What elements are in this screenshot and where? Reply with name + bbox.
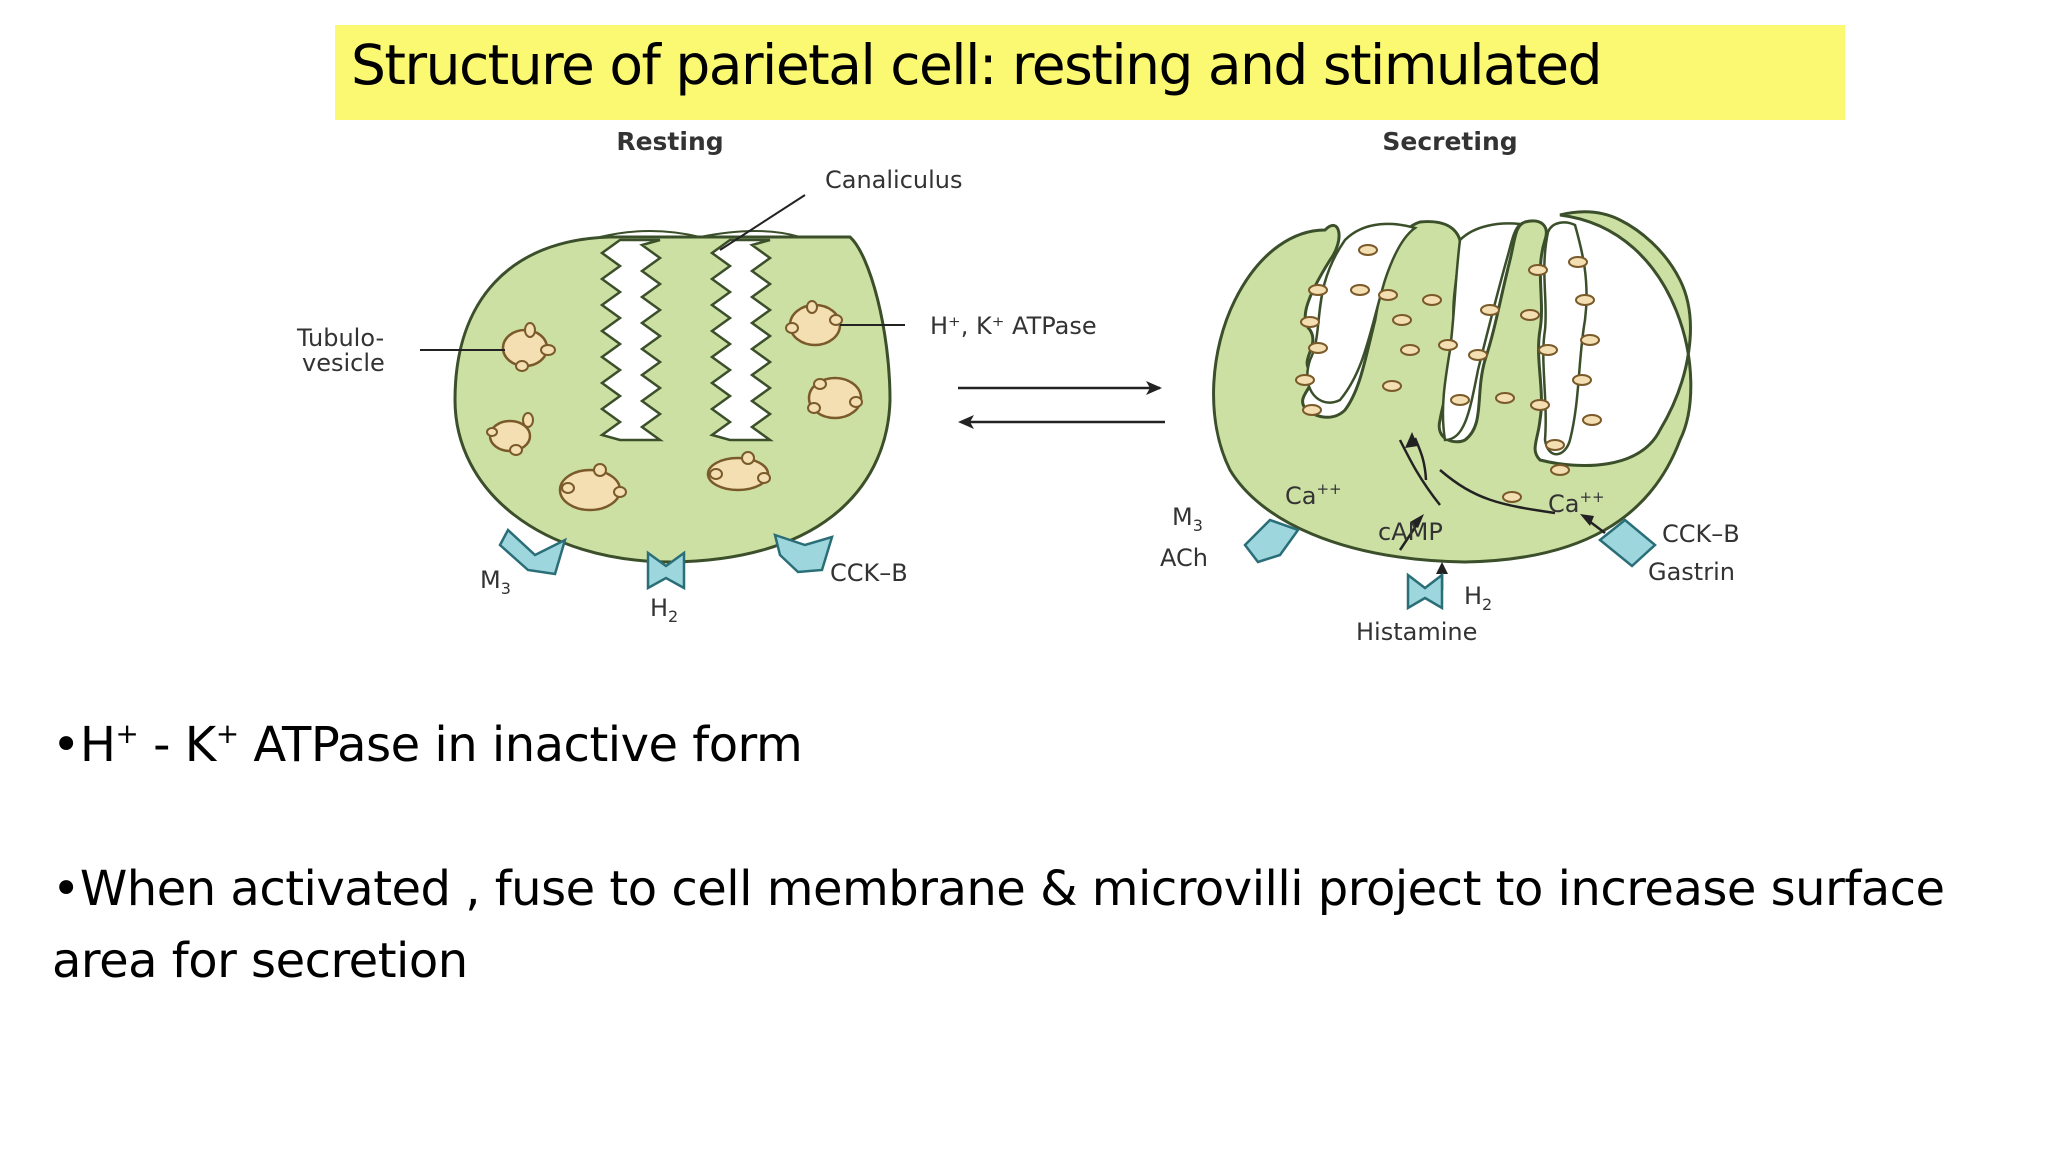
h2-receptor-resting [646, 550, 686, 591]
secreting-cell [1212, 210, 1693, 611]
tubulovesicle-6 [807, 376, 863, 420]
camp-label: cAMP [1378, 518, 1443, 546]
h2-label-secreting: H2 [1464, 582, 1492, 614]
m3-receptor-secreting [1243, 518, 1300, 564]
gastrin-label: Gastrin [1648, 558, 1735, 586]
tubulovesicle-4 [706, 451, 771, 492]
tubulovesicle-label-line2: vesicle [302, 349, 385, 377]
m3-receptor-resting [498, 527, 568, 576]
cckb-label-secreting: CCK–B [1662, 520, 1740, 548]
h2-label-resting: H2 [650, 594, 678, 626]
resting-heading: Resting [616, 127, 723, 156]
m3-label-resting: M3 [480, 566, 511, 598]
tubulovesicle-5 [785, 300, 843, 347]
histamine-label: Histamine [1356, 618, 1477, 646]
cckb-receptor-resting [773, 533, 834, 574]
m3-label-secreting: M3 [1172, 503, 1203, 535]
ca-right-label: Ca++ [1548, 488, 1605, 518]
secreting-heading: Secreting [1382, 127, 1517, 156]
cckb-label-resting: CCK–B [830, 559, 908, 587]
tubulovesicle-2 [486, 412, 534, 456]
ca-left-label: Ca++ [1285, 480, 1342, 510]
resting-cell [420, 194, 905, 591]
canaliculus-right [709, 238, 774, 442]
parietal-cell-diagram: Resting Secreting [296, 127, 1740, 646]
ach-label: ACh [1160, 544, 1208, 572]
title-bar: Structure of parietal cell: resting and … [335, 25, 1845, 120]
secretory-canaliculus-right [1542, 221, 1588, 456]
secretory-canaliculus-left [1306, 222, 1418, 404]
tubulovesicle-label-line1: Tubulo- [296, 324, 384, 352]
cckb-receptor-secreting [1598, 518, 1657, 568]
tubulovesicle-1 [501, 322, 556, 372]
canaliculus-left [599, 238, 664, 442]
bullet-atpase-inactive: •H+ - K+ ATPase in inactive form [52, 717, 803, 773]
slide-title: Structure of parietal cell: resting and … [351, 33, 1603, 97]
canaliculus-label: Canaliculus [825, 166, 963, 194]
bullet-activation: •When activated , fuse to cell membrane … [52, 861, 1945, 989]
tubulovesicle-3 [558, 463, 627, 512]
equilibrium-arrows [958, 381, 1165, 429]
h2-receptor-secreting [1406, 572, 1444, 611]
atpase-label: H⁺, K⁺ ATPase [930, 312, 1097, 340]
